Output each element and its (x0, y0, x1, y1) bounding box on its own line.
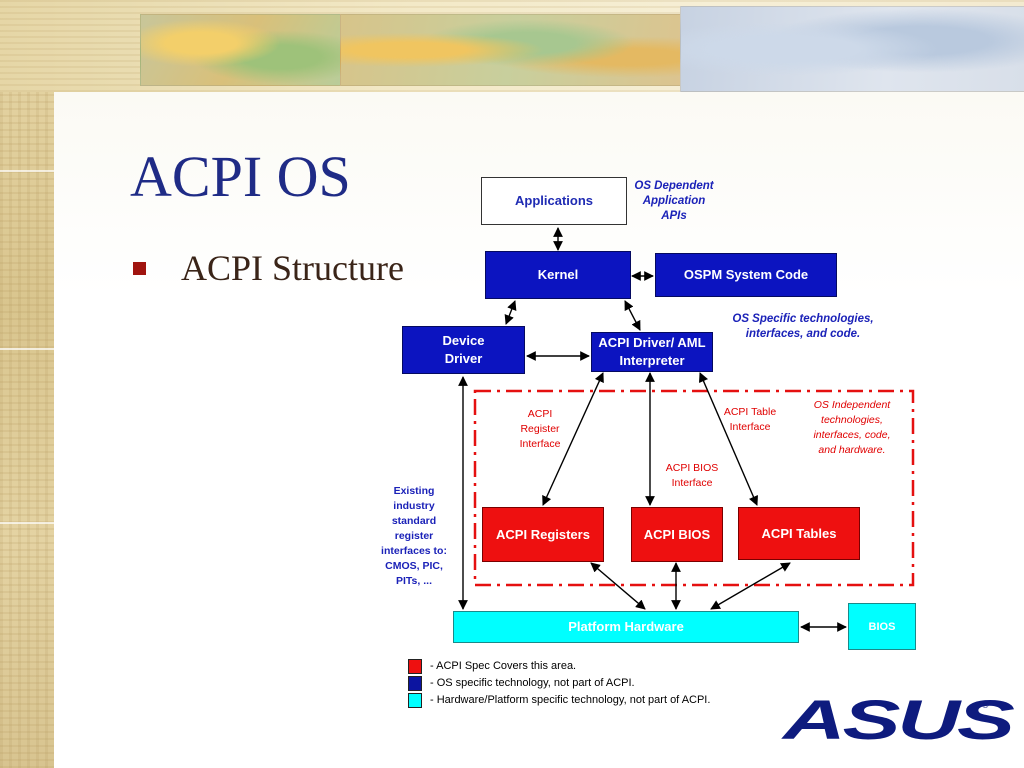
legend-swatch-red (408, 659, 422, 674)
applications-box: Applications (481, 177, 627, 225)
asus-logo: ASUS (783, 688, 1015, 751)
platform-hardware-box: Platform Hardware (453, 611, 799, 643)
ospm-system-code-box: OSPM System Code (655, 253, 837, 297)
arrow-kernel-device-driver (504, 300, 517, 325)
os-dependent-note: OS Dependent Application APIs (634, 180, 714, 222)
arrow-kernel-acpi-driver (624, 300, 641, 331)
left-decorative-strip (0, 0, 54, 768)
legend-text-os: - OS specific technology, not part of AC… (430, 677, 635, 689)
arrow-driver-registers (542, 372, 604, 506)
leaf-image-right (680, 6, 1024, 92)
slide-title: ACPI OS (130, 144, 351, 209)
leaf-image-center (340, 14, 682, 86)
arrow-tables-platform (710, 562, 791, 610)
legend-text-acpi: - ACPI Spec Covers this area. (430, 660, 577, 672)
legend-swatch-blue (408, 676, 422, 691)
registered-mark: ® (982, 700, 989, 710)
acpi-driver-box: ACPI Driver/ AML Interpreter (591, 332, 713, 372)
arrow-registers-platform (590, 562, 646, 610)
acpi-spec-region (473, 389, 915, 587)
acpi-bios-box: ACPI BIOS (631, 507, 723, 562)
os-independent-note: OS Independent technologies, interfaces,… (813, 399, 891, 456)
bullet-text: ACPI Structure (181, 248, 404, 288)
register-interface-note: ACPI Register Interface (519, 408, 561, 450)
leaf-image-left (140, 14, 342, 86)
kernel-box: Kernel (485, 251, 631, 299)
acpi-tables-box: ACPI Tables (738, 507, 860, 560)
table-interface-note: ACPI Table Interface (723, 406, 777, 433)
bios-box: BIOS (848, 603, 916, 650)
bullet-square-icon (133, 262, 146, 275)
device-driver-box: Device Driver (402, 326, 525, 374)
legend-swatch-cyan (408, 693, 422, 708)
acpi-registers-box: ACPI Registers (482, 507, 604, 562)
os-specific-note: OS Specific technologies, interfaces, an… (732, 313, 874, 340)
existing-industry-note: Existing industry standard register inte… (381, 485, 447, 587)
bios-interface-note: ACPI BIOS Interface (665, 462, 719, 489)
arrow-driver-tables (698, 372, 759, 506)
legend-text-hardware: - Hardware/Platform specific technology,… (430, 694, 711, 706)
